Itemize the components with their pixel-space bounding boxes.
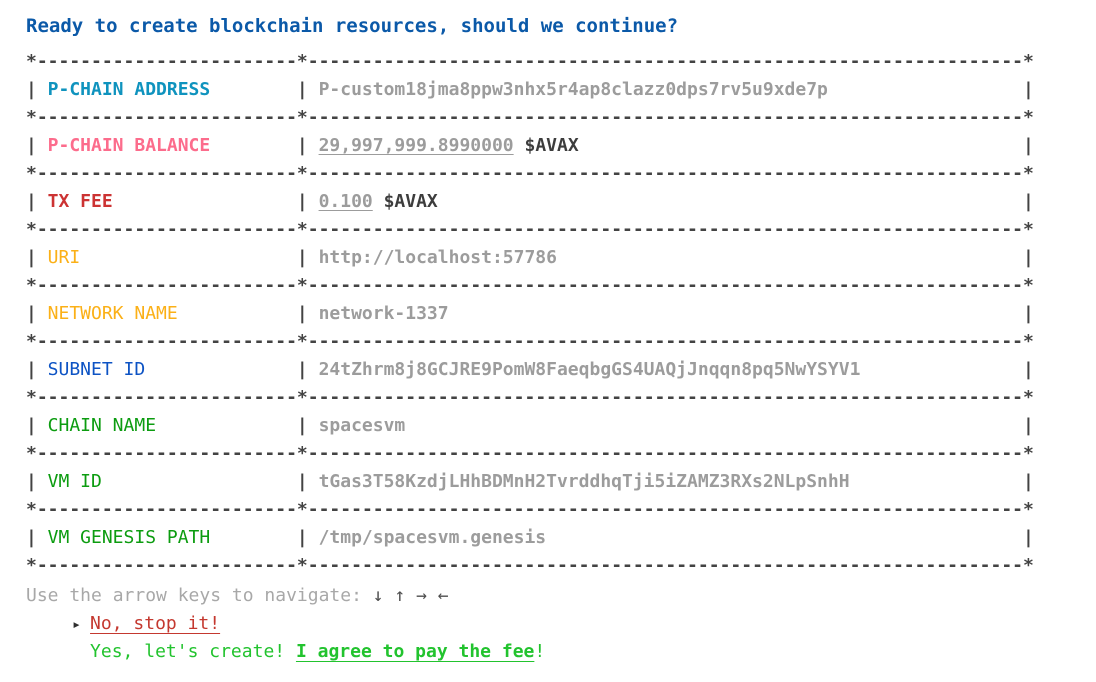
pipe-divider: |: [1022, 471, 1034, 492]
option-no[interactable]: ▸ No, stop it!: [26, 610, 1096, 638]
pipe-divider: |: [296, 303, 308, 324]
prompt-title: Ready to create blockchain resources, sh…: [26, 15, 679, 37]
option-yes-emphasis: I agree to pay the fee: [295, 641, 535, 662]
prompt-footer: Use the arrow keys to navigate: ↓ ↑ → ← …: [26, 582, 1096, 666]
row-value: 29,997,999.8990000 $AVAX: [308, 132, 1023, 160]
row-value: /tmp/spacesvm.genesis: [308, 524, 1023, 552]
table-border: *------------------------*--------------…: [26, 107, 1034, 128]
table-row: | TX FEE | 0.100 $AVAX |: [26, 188, 1096, 216]
row-value: P-custom18jma8ppw3nhx5r4ap8clazz0dps7rv5…: [308, 76, 1023, 104]
pipe-divider: |: [1022, 527, 1034, 548]
pipe-divider: |: [296, 247, 308, 268]
pipe-divider: |: [26, 303, 37, 324]
value-main: P-custom18jma8ppw3nhx5r4ap8clazz0dps7rv5…: [318, 79, 828, 100]
table-border: *------------------------*--------------…: [26, 331, 1034, 352]
table-border: *------------------------*--------------…: [26, 275, 1034, 296]
navigation-hint: Use the arrow keys to navigate: ↓ ↑ → ←: [26, 582, 1096, 610]
value-main: 29,997,999.8990000: [318, 135, 514, 156]
terminal-output: Ready to create blockchain resources, sh…: [26, 15, 1096, 666]
pipe-divider: |: [26, 191, 37, 212]
row-value: spacesvm: [308, 412, 1023, 440]
table-border: *------------------------*--------------…: [26, 443, 1034, 464]
pipe-divider: |: [296, 471, 308, 492]
row-label-vm-genesis-path: VM GENESIS PATH: [47, 527, 211, 548]
row-label-p-chain-balance: P-CHAIN BALANCE: [47, 135, 211, 156]
pipe-divider: |: [1022, 191, 1034, 212]
pipe-divider: |: [1022, 359, 1034, 380]
value-main: spacesvm: [318, 415, 406, 436]
table-border: *------------------------*--------------…: [26, 51, 1034, 72]
option-yes-suffix: !: [534, 641, 546, 662]
row-value: http://localhost:57786: [308, 244, 1023, 272]
pipe-divider: |: [296, 527, 308, 548]
arrow-keys: ↓ ↑ → ←: [372, 585, 449, 606]
pipe-divider: |: [1022, 79, 1034, 100]
value-main: /tmp/spacesvm.genesis: [318, 527, 547, 548]
row-value: tGas3T58KzdjLHhBDMnH2TvrddhqTji5iZAMZ3RX…: [308, 468, 1023, 496]
navigation-hint-text: Use the arrow keys to navigate:: [26, 585, 373, 606]
pipe-divider: |: [26, 359, 37, 380]
value-main: network-1337: [318, 303, 449, 324]
pipe-divider: |: [296, 135, 308, 156]
row-label-network-name: NETWORK NAME: [47, 303, 178, 324]
row-label-p-chain-address: P-CHAIN ADDRESS: [47, 79, 211, 100]
pipe-divider: |: [26, 135, 37, 156]
value-main: 0.100: [318, 191, 373, 212]
resources-table: *------------------------*--------------…: [26, 48, 1096, 580]
pipe-divider: |: [1022, 303, 1034, 324]
value-suffix: $AVAX: [372, 191, 438, 212]
table-row: | NETWORK NAME | network-1337 |: [26, 300, 1096, 328]
row-label-chain-name: CHAIN NAME: [47, 415, 157, 436]
value-main: tGas3T58KzdjLHhBDMnH2TvrddhqTji5iZAMZ3RX…: [318, 471, 850, 492]
row-value: 0.100 $AVAX: [308, 188, 1023, 216]
pipe-divider: |: [296, 191, 308, 212]
table-row: | CHAIN NAME | spacesvm |: [26, 412, 1096, 440]
table-border: *------------------------*--------------…: [26, 499, 1034, 520]
value-suffix: $AVAX: [513, 135, 579, 156]
pipe-divider: |: [296, 359, 308, 380]
row-value: network-1337: [308, 300, 1023, 328]
pipe-divider: |: [1022, 135, 1034, 156]
pipe-divider: |: [1022, 415, 1034, 436]
selection-pointer-slot: [72, 638, 90, 666]
table-row: | P-CHAIN ADDRESS | P-custom18jma8ppw3nh…: [26, 76, 1096, 104]
table-border: *------------------------*--------------…: [26, 387, 1034, 408]
pipe-divider: |: [26, 79, 37, 100]
value-main: http://localhost:57786: [318, 247, 557, 268]
table-row: | VM ID | tGas3T58KzdjLHhBDMnH2TvrddhqTj…: [26, 468, 1096, 496]
pipe-divider: |: [26, 527, 37, 548]
pipe-divider: |: [296, 415, 308, 436]
option-no-label[interactable]: No, stop it!: [90, 613, 221, 634]
table-border: *------------------------*--------------…: [26, 555, 1034, 576]
value-main: 24tZhrm8j8GCJRE9PomW8FaeqbgGS4UAQjJnqqn8…: [318, 359, 861, 380]
pipe-divider: |: [1022, 247, 1034, 268]
row-label-subnet-id: SUBNET ID: [47, 359, 146, 380]
option-yes-prefix: Yes, let's create!: [90, 641, 296, 662]
table-row: | URI | http://localhost:57786 |: [26, 244, 1096, 272]
table-row: | SUBNET ID | 24tZhrm8j8GCJRE9PomW8Faeqb…: [26, 356, 1096, 384]
row-label-tx-fee: TX FEE: [47, 191, 113, 212]
selection-pointer-icon: ▸: [72, 615, 82, 633]
pipe-divider: |: [26, 471, 37, 492]
option-yes-label[interactable]: Yes, let's create! I agree to pay the fe…: [90, 638, 545, 666]
pipe-divider: |: [26, 415, 37, 436]
option-yes[interactable]: Yes, let's create! I agree to pay the fe…: [26, 638, 1096, 666]
table-border: *------------------------*--------------…: [26, 163, 1034, 184]
row-label-uri: URI: [47, 247, 81, 268]
table-border: *------------------------*--------------…: [26, 219, 1034, 240]
row-label-vm-id: VM ID: [47, 471, 102, 492]
table-row: | VM GENESIS PATH | /tmp/spacesvm.genesi…: [26, 524, 1096, 552]
table-row: | P-CHAIN BALANCE | 29,997,999.8990000 $…: [26, 132, 1096, 160]
row-value: 24tZhrm8j8GCJRE9PomW8FaeqbgGS4UAQjJnqqn8…: [308, 356, 1023, 384]
pipe-divider: |: [26, 247, 37, 268]
pipe-divider: |: [296, 79, 308, 100]
